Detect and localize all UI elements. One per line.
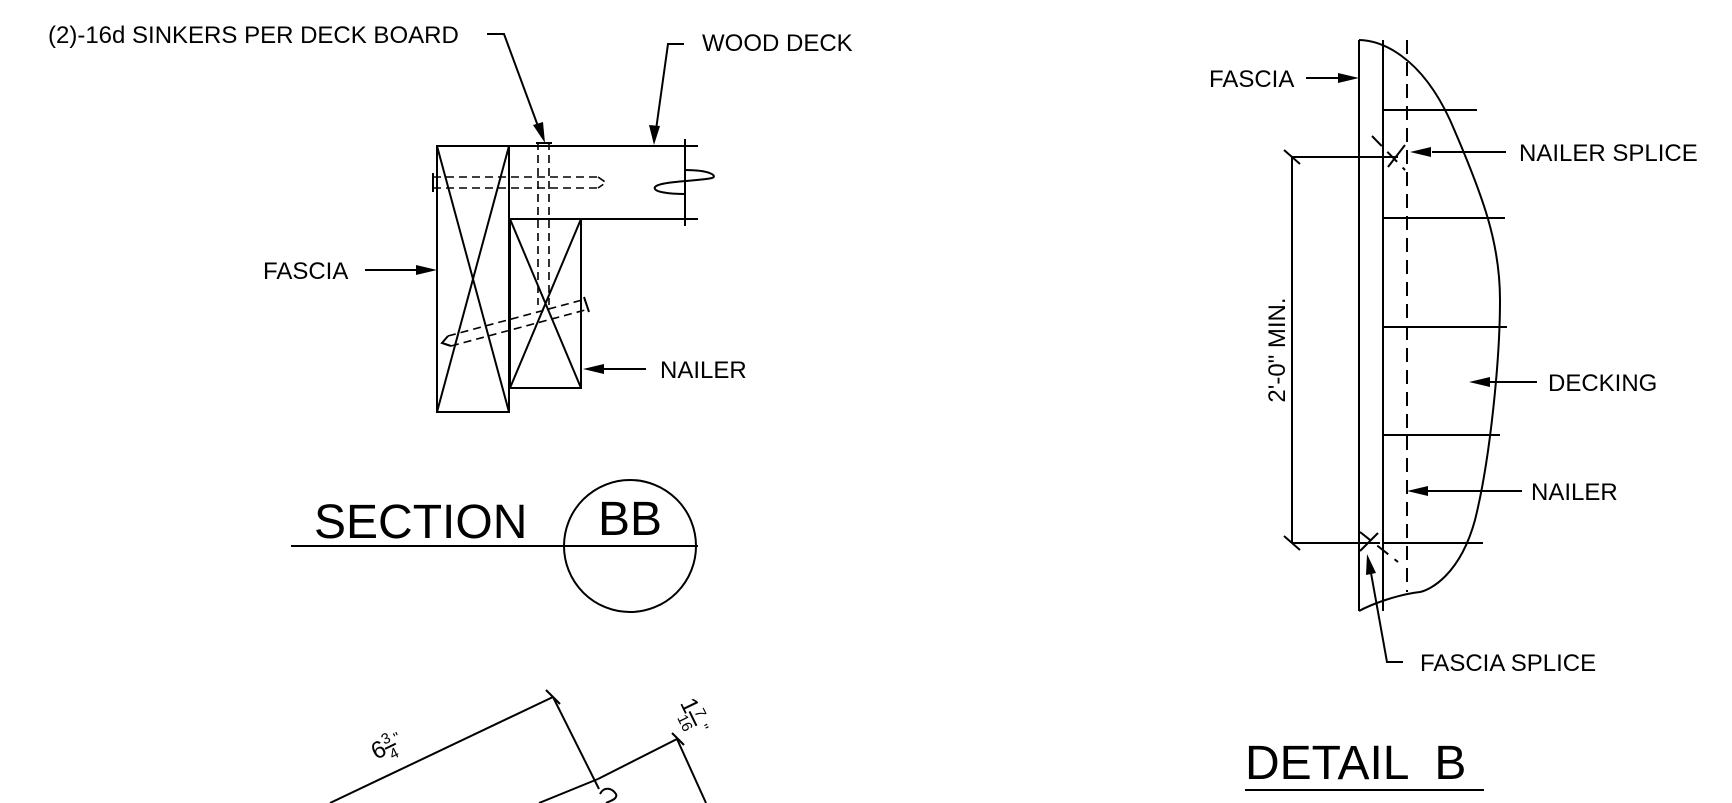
fascia-splice-label: FASCIA SPLICE xyxy=(1420,650,1596,677)
wood-deck-leader xyxy=(654,43,684,138)
dim-length-text: 6 3 4 " xyxy=(367,729,403,765)
vertical-sinker-nails xyxy=(536,142,552,305)
diagonal-nail xyxy=(440,296,590,347)
svg-text:4: 4 xyxy=(387,744,402,763)
nailer-splice xyxy=(1371,135,1406,171)
detail-b-drawing xyxy=(1283,39,1537,663)
horizontal-nail xyxy=(432,173,608,192)
section-nailer-label: NAILER xyxy=(660,357,747,384)
deck-board xyxy=(509,139,715,226)
fascia-splice-leader xyxy=(1370,572,1403,663)
section-bb-title: SECTION BB xyxy=(291,479,698,613)
decking-break-outline xyxy=(1358,39,1502,612)
sinkers-leader xyxy=(487,33,543,138)
detail-nailer-label: NAILER xyxy=(1531,479,1618,506)
detail-b-title: DETAIL B xyxy=(1245,737,1484,791)
min-length-label: 2'-0" MIN. xyxy=(1264,297,1291,402)
detail-title-text: DETAIL B xyxy=(1245,737,1466,790)
detail-fascia-label: FASCIA xyxy=(1209,66,1294,93)
section-title-word: SECTION xyxy=(314,496,527,549)
decking-label: DECKING xyxy=(1548,370,1657,397)
wood-deck-label: WOOD DECK xyxy=(702,30,853,57)
fascia-splice xyxy=(1359,531,1399,563)
lower-board-detail xyxy=(329,689,707,803)
dim-thickness-text: 1 7 16 " xyxy=(673,694,711,735)
deck-board-joints xyxy=(1383,109,1507,544)
section-title-id: BB xyxy=(598,493,662,546)
svg-text:16: 16 xyxy=(673,712,696,734)
section-bb-drawing xyxy=(365,33,715,413)
section-fascia-label: FASCIA xyxy=(263,258,348,285)
nailer-splice-label: NAILER SPLICE xyxy=(1519,140,1698,167)
sinkers-label: (2)-16d SINKERS PER DECK BOARD xyxy=(48,22,459,49)
min-length-dimension xyxy=(1283,149,1398,551)
nailer-board xyxy=(509,218,582,389)
